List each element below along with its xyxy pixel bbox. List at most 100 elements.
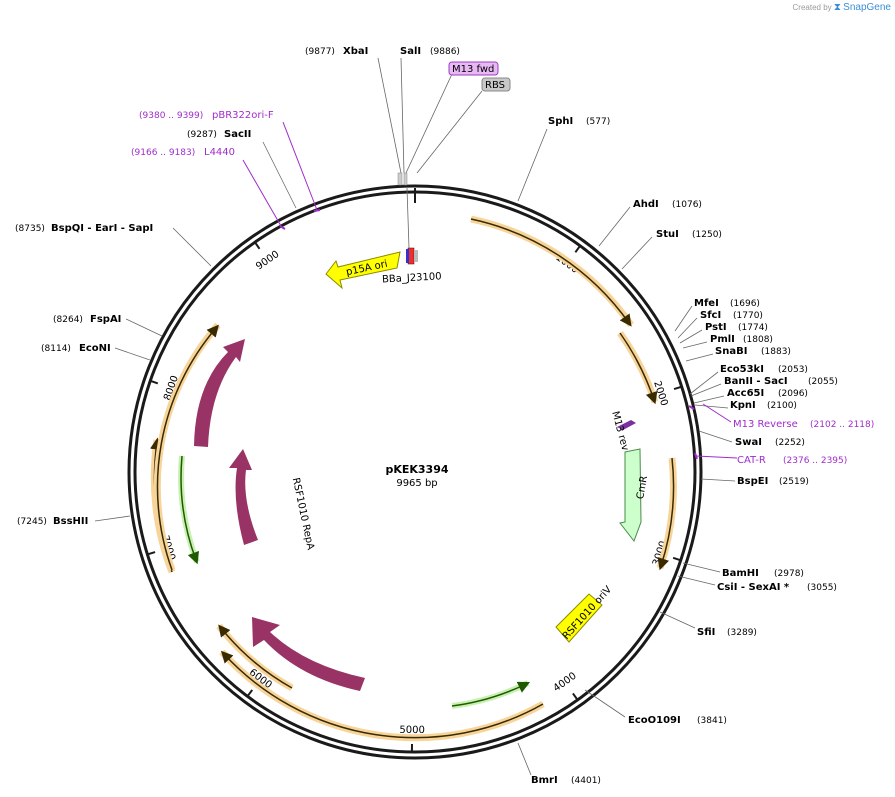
feature-rsf1010-oriv-label: RSF1010 oriV [561,584,614,642]
plasmid-size: 9965 bp [396,478,437,489]
orf-arc-4-core [220,650,544,739]
enzyme-fspai-pos: (8264) [53,315,83,325]
primer-marks [279,209,698,460]
tick-label: 4000 [552,671,579,695]
enzyme-pmli-pos: (1808) [743,335,773,345]
tick-mark [246,689,254,697]
enzyme-mfei-pos: (1696) [730,299,760,309]
orf-arc-3 [656,457,677,570]
orf-arc-2 [617,330,659,404]
bba-leader [406,187,410,249]
enzyme-bamhi-name: BamHI [722,568,759,579]
orf-arc-3-core [657,457,675,571]
enzyme-mfei-name: MfeI [694,298,719,309]
enzyme-snabi-pos: (1883) [761,347,791,357]
primer-cat-r-name: CAT-R [737,455,766,466]
leader-lines [94,57,736,776]
orf-arc-7-core [156,324,219,571]
orf-arcs [150,215,677,742]
orf-arc-1-core [470,218,632,327]
feature-m13-rev-label: M13 rev [609,410,630,452]
enzyme-sacii-pos: (9287) [187,130,217,140]
green-orf-arcs [178,455,531,709]
rbs-box [481,77,511,92]
enzyme-bsshii-pos: (7245) [17,517,47,527]
snapgene-logo: ⧗ [833,2,841,13]
enzyme-bmri-pos: (4401) [571,776,601,786]
enzyme-eco53ki-name: Eco53kI [720,364,764,375]
rbs-label: RBS [485,80,505,91]
m13-fwd-label: M13 fwd [452,64,494,75]
enzyme-xbai-name: XbaI [343,46,368,57]
tick-mark [673,385,682,391]
feature-m13-rev [617,420,636,430]
green-arc-1 [451,680,530,709]
enzyme-sfci-name: SfcI [700,310,721,321]
enzyme-bspei-name: BspEI [737,476,768,487]
green-arc-2-core [180,455,199,565]
enzyme-ecoo109i-name: EcoO109I [628,715,681,726]
enzyme-psti-pos: (1774) [738,323,768,333]
enzyme-econi-name: EcoNI [79,343,111,354]
enzyme-bamhi-pos: (2978) [774,569,804,579]
enzyme-eco53ki-pos: (2053) [778,365,808,375]
feature-p15a-ori [325,251,401,290]
enzyme-bspei-pos: (2519) [779,477,809,487]
enzyme-bsshii-name: BssHII [53,516,88,527]
enzyme-econi-pos: (8114) [41,344,71,354]
primer-m13-reverse-pos: (2102 .. 2118) [810,420,874,430]
feature-bba-j23100-blue [406,249,409,263]
feature-rsf1010-oriv [555,593,603,643]
credit-brand: SnapGene [843,2,891,13]
primer-l4440-name: L4440 [204,147,235,158]
tick-mark [147,551,156,556]
orf-arc-1 [470,215,634,327]
enzyme-ahdi-name: AhdI [633,199,659,210]
enzyme-csii-sexai-name: CsiI - SexAI * [717,582,790,593]
green-arc-1-core [451,681,531,707]
enzyme-ecoo109i-pos: (3841) [697,716,727,726]
enzyme-ahdi-pos: (1076) [672,200,702,210]
enzyme-psti-name: PstI [705,322,727,333]
primer-l4440-pos: (9166 .. 9183) [131,148,195,158]
feature-bba-j23100-grey [414,250,418,262]
enzyme-xbai-pos: (9877) [305,47,335,57]
credit-prefix: Created by [792,3,832,12]
tick-mark [149,379,159,385]
enzyme-sfci-pos: (1770) [733,311,763,321]
primer-cat-r-pos: (2376 .. 2395) [783,456,847,466]
primer-labels: (9380 .. 9399) pBR322ori-F (9166 .. 9183… [131,110,874,466]
enzyme-banii-saci-name: BanII - SacI [724,376,788,387]
tick-mark [572,692,579,701]
primer-pbr322ori-f-pos: (9380 .. 9399) [139,111,203,121]
enzyme-pmli-name: PmlI [710,334,735,345]
enzyme-kpni-pos: (2100) [767,401,797,411]
enzyme-sphi-name: SphI [548,116,573,127]
enzyme-snabi-name: SnaBI [715,346,747,357]
enzyme-sali-name: SalI [400,46,421,57]
feature-rsf1010-repb [252,617,365,691]
primer-m13-reverse-name: M13 Reverse [733,419,798,430]
enzyme-stui-pos: (1250) [692,230,722,240]
m13-fwd-box [448,61,499,76]
enzyme-sacii-name: SacII [224,129,251,140]
enzyme-acc65i-name: Acc65I [727,388,764,399]
enzyme-csii-sexai-pos: (3055) [807,583,837,593]
plasmid-name: pKEK3394 [385,463,448,476]
feature-bba-j23100-label: BBa_J23100 [382,271,442,285]
tick-mark [574,245,581,253]
orf-arc-2-core [619,332,658,405]
primer-pbr322ori-f-name: pBR322ori-F [212,110,274,121]
enzyme-stui-name: StuI [656,229,679,240]
tick-label: 9000 [254,249,281,273]
enzyme-sfii-pos: (3289) [727,628,757,638]
enzyme-bmri-name: BmrI [531,775,558,786]
enzyme-sphi-pos: (577) [586,117,610,127]
enzyme-bspqi-pos: (8735) [15,224,45,234]
enzyme-bspqi-earI-sapi-name: BspQI - EarI - SapI [51,223,153,234]
enzyme-kpni-name: KpnI [730,400,756,411]
enzyme-swai-name: SwaI [735,437,762,448]
tick-label: 5000 [399,725,425,736]
snapgene-credit: Created by ⧗ SnapGene [793,2,891,13]
